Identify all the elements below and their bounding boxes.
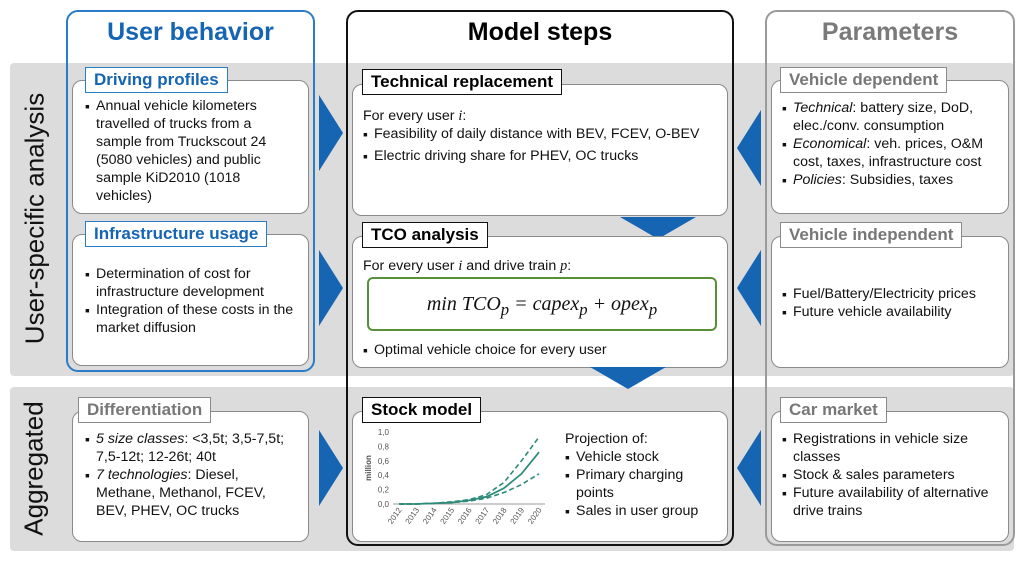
x-tick-label: 2016 (456, 506, 474, 526)
x-tick-label: 2015 (439, 506, 457, 526)
arrow-left-icon (737, 430, 761, 506)
series-line (399, 451, 540, 505)
x-tick-label: 2013 (404, 506, 422, 526)
vehicle-independent-item: Fuel/Battery/Electricity prices (782, 285, 1004, 303)
x-tick-label: 2017 (474, 506, 492, 526)
tco-analysis-title: TCO analysis (362, 222, 488, 248)
series-line (399, 473, 540, 505)
x-tick-label: 2019 (509, 506, 527, 526)
y-tick-label: 0,2 (378, 486, 390, 495)
column-title-model-steps: Model steps (467, 18, 613, 46)
y-tick-label: 1,0 (378, 428, 390, 437)
arrow-right-icon (319, 430, 343, 506)
technical-replacement-item: Electric driving share for PHEV, OC truc… (363, 147, 721, 165)
driving-profiles-title: Driving profiles (85, 67, 228, 93)
infrastructure-usage-title: Infrastructure usage (85, 221, 268, 247)
vehicle-independent-item: Future vehicle availability (782, 303, 1004, 321)
vehicle-independent-title: Vehicle independent (780, 222, 963, 248)
model-steps-column (346, 10, 734, 546)
arrow-down-icon (590, 367, 666, 389)
vehicle-dependent-item-economical: Economical: veh. prices, O&M cost, taxes… (782, 135, 1004, 171)
arrow-right-icon (319, 95, 343, 171)
series-line (399, 436, 540, 505)
car-market-item: Registrations in vehicle size classes (782, 430, 1004, 466)
tco-analysis-box: For every user i and drive train p: min … (352, 236, 728, 368)
tco-analysis-item: Optimal vehicle choice for every user (363, 341, 721, 359)
technical-replacement-title: Technical replacement (362, 69, 563, 95)
x-tick-label: 2018 (491, 506, 509, 526)
arrow-left-icon (737, 110, 761, 186)
vehicle-dependent-box: Technical: battery size, DoD, elec./conv… (771, 80, 1009, 214)
car-market-item: Future availability of alternative drive… (782, 484, 1004, 520)
differentiation-item-size-classes: 5 size classes: <3,5t; 3,5-7,5t; 7,5-12t… (85, 430, 299, 466)
differentiation-box: 5 size classes: <3,5t; 3,5-7,5t; 7,5-12t… (72, 411, 309, 542)
car-market-box: Registrations in vehicle size classes St… (771, 411, 1009, 542)
infrastructure-usage-item: Integration of these costs in the market… (85, 301, 299, 337)
arrow-down-icon (620, 217, 696, 239)
infrastructure-usage-item: Determination of cost for infrastructure… (85, 265, 299, 301)
driving-profiles-item: Annual vehicle kilometers travelled of t… (85, 97, 299, 205)
y-axis-label: million (364, 455, 373, 481)
stock-model-item: Primary charging points (565, 466, 725, 502)
stock-model-item: Sales in user group (565, 502, 725, 520)
driving-profiles-box: Annual vehicle kilometers travelled of t… (72, 80, 309, 214)
x-tick-label: 2020 (526, 506, 544, 526)
infrastructure-usage-box: Determination of cost for infrastructure… (72, 234, 309, 366)
y-tick-label: 0,6 (378, 457, 390, 466)
differentiation-item-technologies: 7 technologies: Diesel, Methane, Methano… (85, 466, 299, 520)
y-tick-label: 0,0 (378, 500, 390, 509)
differentiation-title: Differentiation (78, 397, 212, 423)
arrow-left-icon (737, 250, 761, 326)
car-market-title: Car market (780, 397, 887, 423)
technical-replacement-box: For every user i: Feasibility of daily d… (352, 84, 728, 216)
tco-formula: min TCOp = capexp + opexp (367, 277, 717, 331)
arrow-right-icon (319, 250, 343, 326)
vehicle-dependent-item-technical: Technical: battery size, DoD, elec./conv… (782, 99, 1004, 135)
row-label-aggregated: Aggregated (18, 401, 49, 536)
vehicle-dependent-title: Vehicle dependent (780, 67, 948, 93)
technical-replacement-intro: For every user i: (363, 108, 467, 124)
tco-analysis-intro: For every user i and drive train p: (363, 258, 572, 274)
row-label-user-specific: User-specific analysis (19, 92, 50, 345)
y-tick-label: 0,8 (378, 442, 390, 451)
column-title-parameters: Parameters (821, 18, 959, 46)
y-tick-label: 0,4 (378, 471, 390, 480)
vehicle-dependent-item-policies: Policies: Subsidies, taxes (782, 171, 1004, 189)
vehicle-independent-box: Fuel/Battery/Electricity prices Future v… (771, 236, 1009, 368)
user-behavior-column (66, 10, 315, 372)
column-title-user-behavior: User behavior (107, 18, 274, 46)
stock-model-item: Vehicle stock (565, 448, 725, 466)
x-tick-label: 2014 (421, 506, 439, 526)
projection-label: Projection of: (565, 431, 648, 447)
parameters-column (765, 10, 1015, 546)
car-market-item: Stock & sales parameters (782, 466, 1004, 484)
technical-replacement-item: Feasibility of daily distance with BEV, … (363, 125, 721, 143)
stock-model-title: Stock model (362, 397, 482, 423)
